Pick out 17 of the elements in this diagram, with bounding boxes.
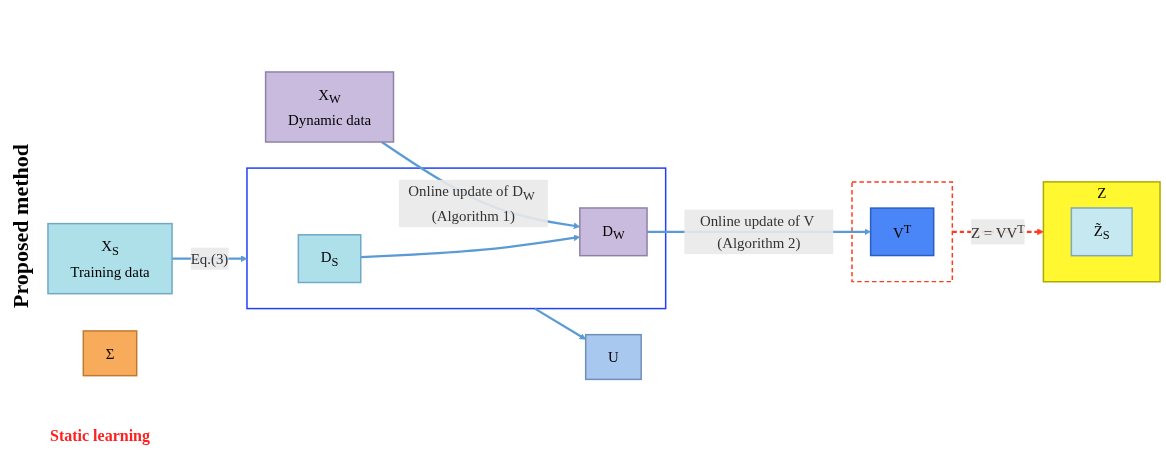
- node-box: Z̃$_{S}$: [1070, 207, 1133, 257]
- node-box: V$^{T}$: [869, 207, 935, 257]
- node-box: X$_{W}$ Dynamic data: [264, 71, 395, 143]
- node-box: D$_{W}$: [579, 207, 648, 257]
- node-box: Σ: [82, 330, 138, 377]
- side-label: Proposed method: [8, 143, 34, 308]
- edge-label: Online update of D$_{W}$ (Algorithm 1): [408, 182, 535, 225]
- node-box: X$_{S}$ Training data: [47, 222, 173, 295]
- edge-label: Eq.(3): [190, 250, 229, 267]
- node-box: U: [584, 333, 642, 380]
- cluster: [851, 181, 954, 283]
- edge-label: Online update of V (Algorithm 2): [699, 212, 815, 252]
- node-box: D$_{S}$: [297, 233, 362, 284]
- arrow: [534, 307, 586, 340]
- cluster: [246, 167, 667, 310]
- note-label: Static learning: [50, 427, 150, 445]
- edge-label: Z = VV$^{T}$: [970, 221, 1025, 242]
